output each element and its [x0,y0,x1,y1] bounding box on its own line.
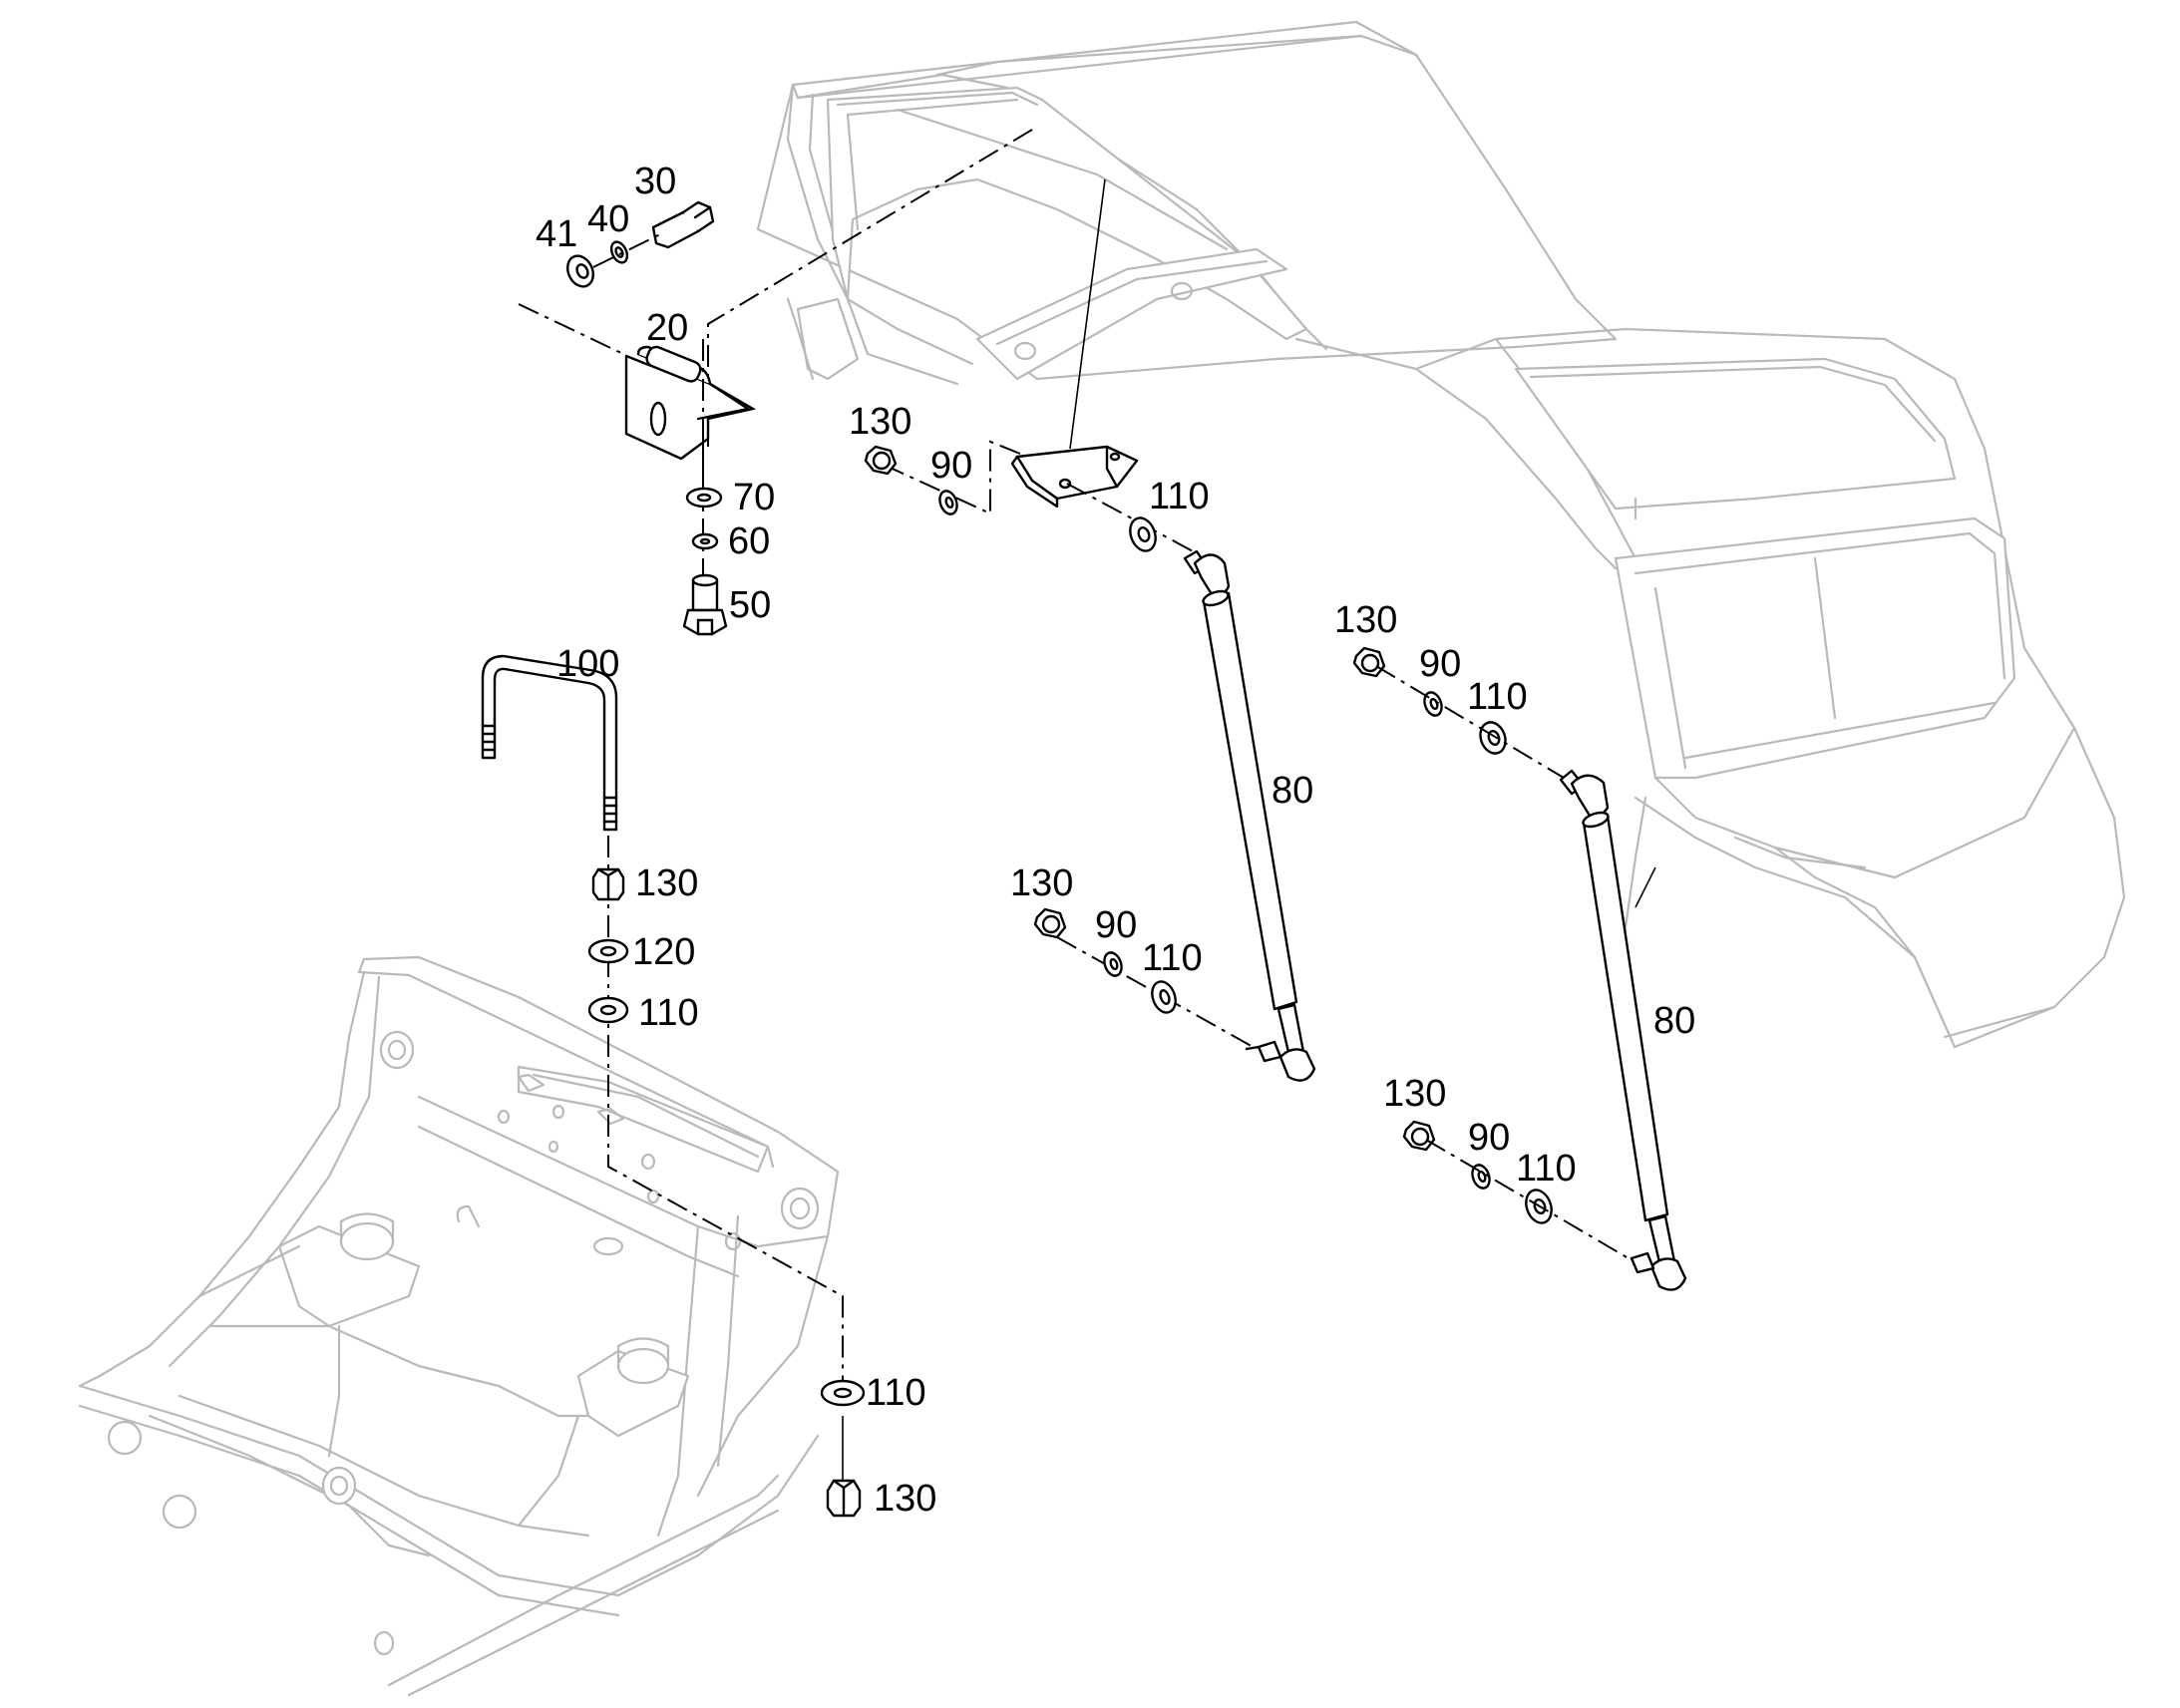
nut-130-right [1352,646,1386,678]
bolt-30 [651,200,715,249]
label-90-mid: 90 [1095,904,1137,946]
leader-strut2-canopy [1635,866,1656,908]
label-90-lower: 90 [1468,1117,1510,1159]
leader-bracket-nut [883,440,1021,515]
washer-90-lower-hole [1477,1170,1487,1184]
leader-bracket-strut [1066,483,1198,554]
label-41: 41 [536,213,577,255]
label-110-mid: 110 [1142,937,1203,979]
label-90-upper: 90 [930,445,972,487]
washer-90-upper-hole [944,496,954,510]
label-70: 70 [733,477,775,518]
label-130-mid: 130 [1010,862,1073,904]
label-110-lower: 110 [1516,1148,1577,1190]
gas-strut-1 [1183,549,1316,1082]
label-50: 50 [729,584,771,626]
label-130-upper: 130 [849,401,911,443]
label-130-lower: 130 [1383,1073,1446,1115]
nut-130-ubolt [591,867,625,901]
label-130-right: 130 [1334,599,1397,641]
u-bolt-100 [481,654,618,832]
leader-canopy-hinge [707,129,1033,449]
label-80-strut1: 80 [1272,770,1313,812]
label-110-ubolt: 110 [638,992,699,1034]
washer-110-upper-hole [1137,526,1151,542]
bolt-50 [682,573,728,636]
leader-hinge-bolt-top [518,303,624,355]
washer-110-ubolt-hole [599,1004,617,1016]
leader-strut2-bottom [1425,1139,1635,1262]
label-20: 20 [646,307,688,349]
nut-130-upper [864,445,898,476]
label-80-strut2: 80 [1653,1000,1695,1042]
leader-bolt-30 [592,233,661,268]
label-130-ubolt: 130 [635,862,698,904]
chassis-frame-outline [78,955,840,1697]
washer-90-mid-hole [1109,957,1119,971]
nut-130-lower [1402,1120,1436,1152]
washer-41-hole [575,263,589,279]
nut-130-mid [1033,907,1067,939]
label-60: 60 [728,520,770,562]
leader-canopy-lower [1069,178,1106,450]
nut-130-bottom [826,1479,862,1518]
label-90-right: 90 [1419,643,1461,685]
label-40: 40 [587,198,629,240]
strut-upper-bracket [1010,445,1139,509]
label-110-upper: 110 [1149,476,1210,517]
leader-strut2-top [1375,665,1565,779]
cab-canopy-outline [756,20,2126,1049]
label-30: 30 [634,161,676,202]
label-100: 100 [556,643,619,685]
washer-70-hole [696,493,712,503]
label-110-bottom: 110 [866,1372,926,1414]
leader-strut1-bottom [1056,936,1258,1050]
label-110-right: 110 [1467,676,1528,718]
hinge-bracket [624,345,757,461]
washer-110-bottom-hole [833,1387,853,1399]
gas-strut-2 [1559,769,1687,1291]
washer-110-mid-hole [1159,989,1171,1005]
lockwasher-60-hole [699,537,711,545]
washer-120-hole [599,945,617,957]
label-120: 120 [632,931,695,973]
label-130-bottom: 130 [874,1478,936,1520]
